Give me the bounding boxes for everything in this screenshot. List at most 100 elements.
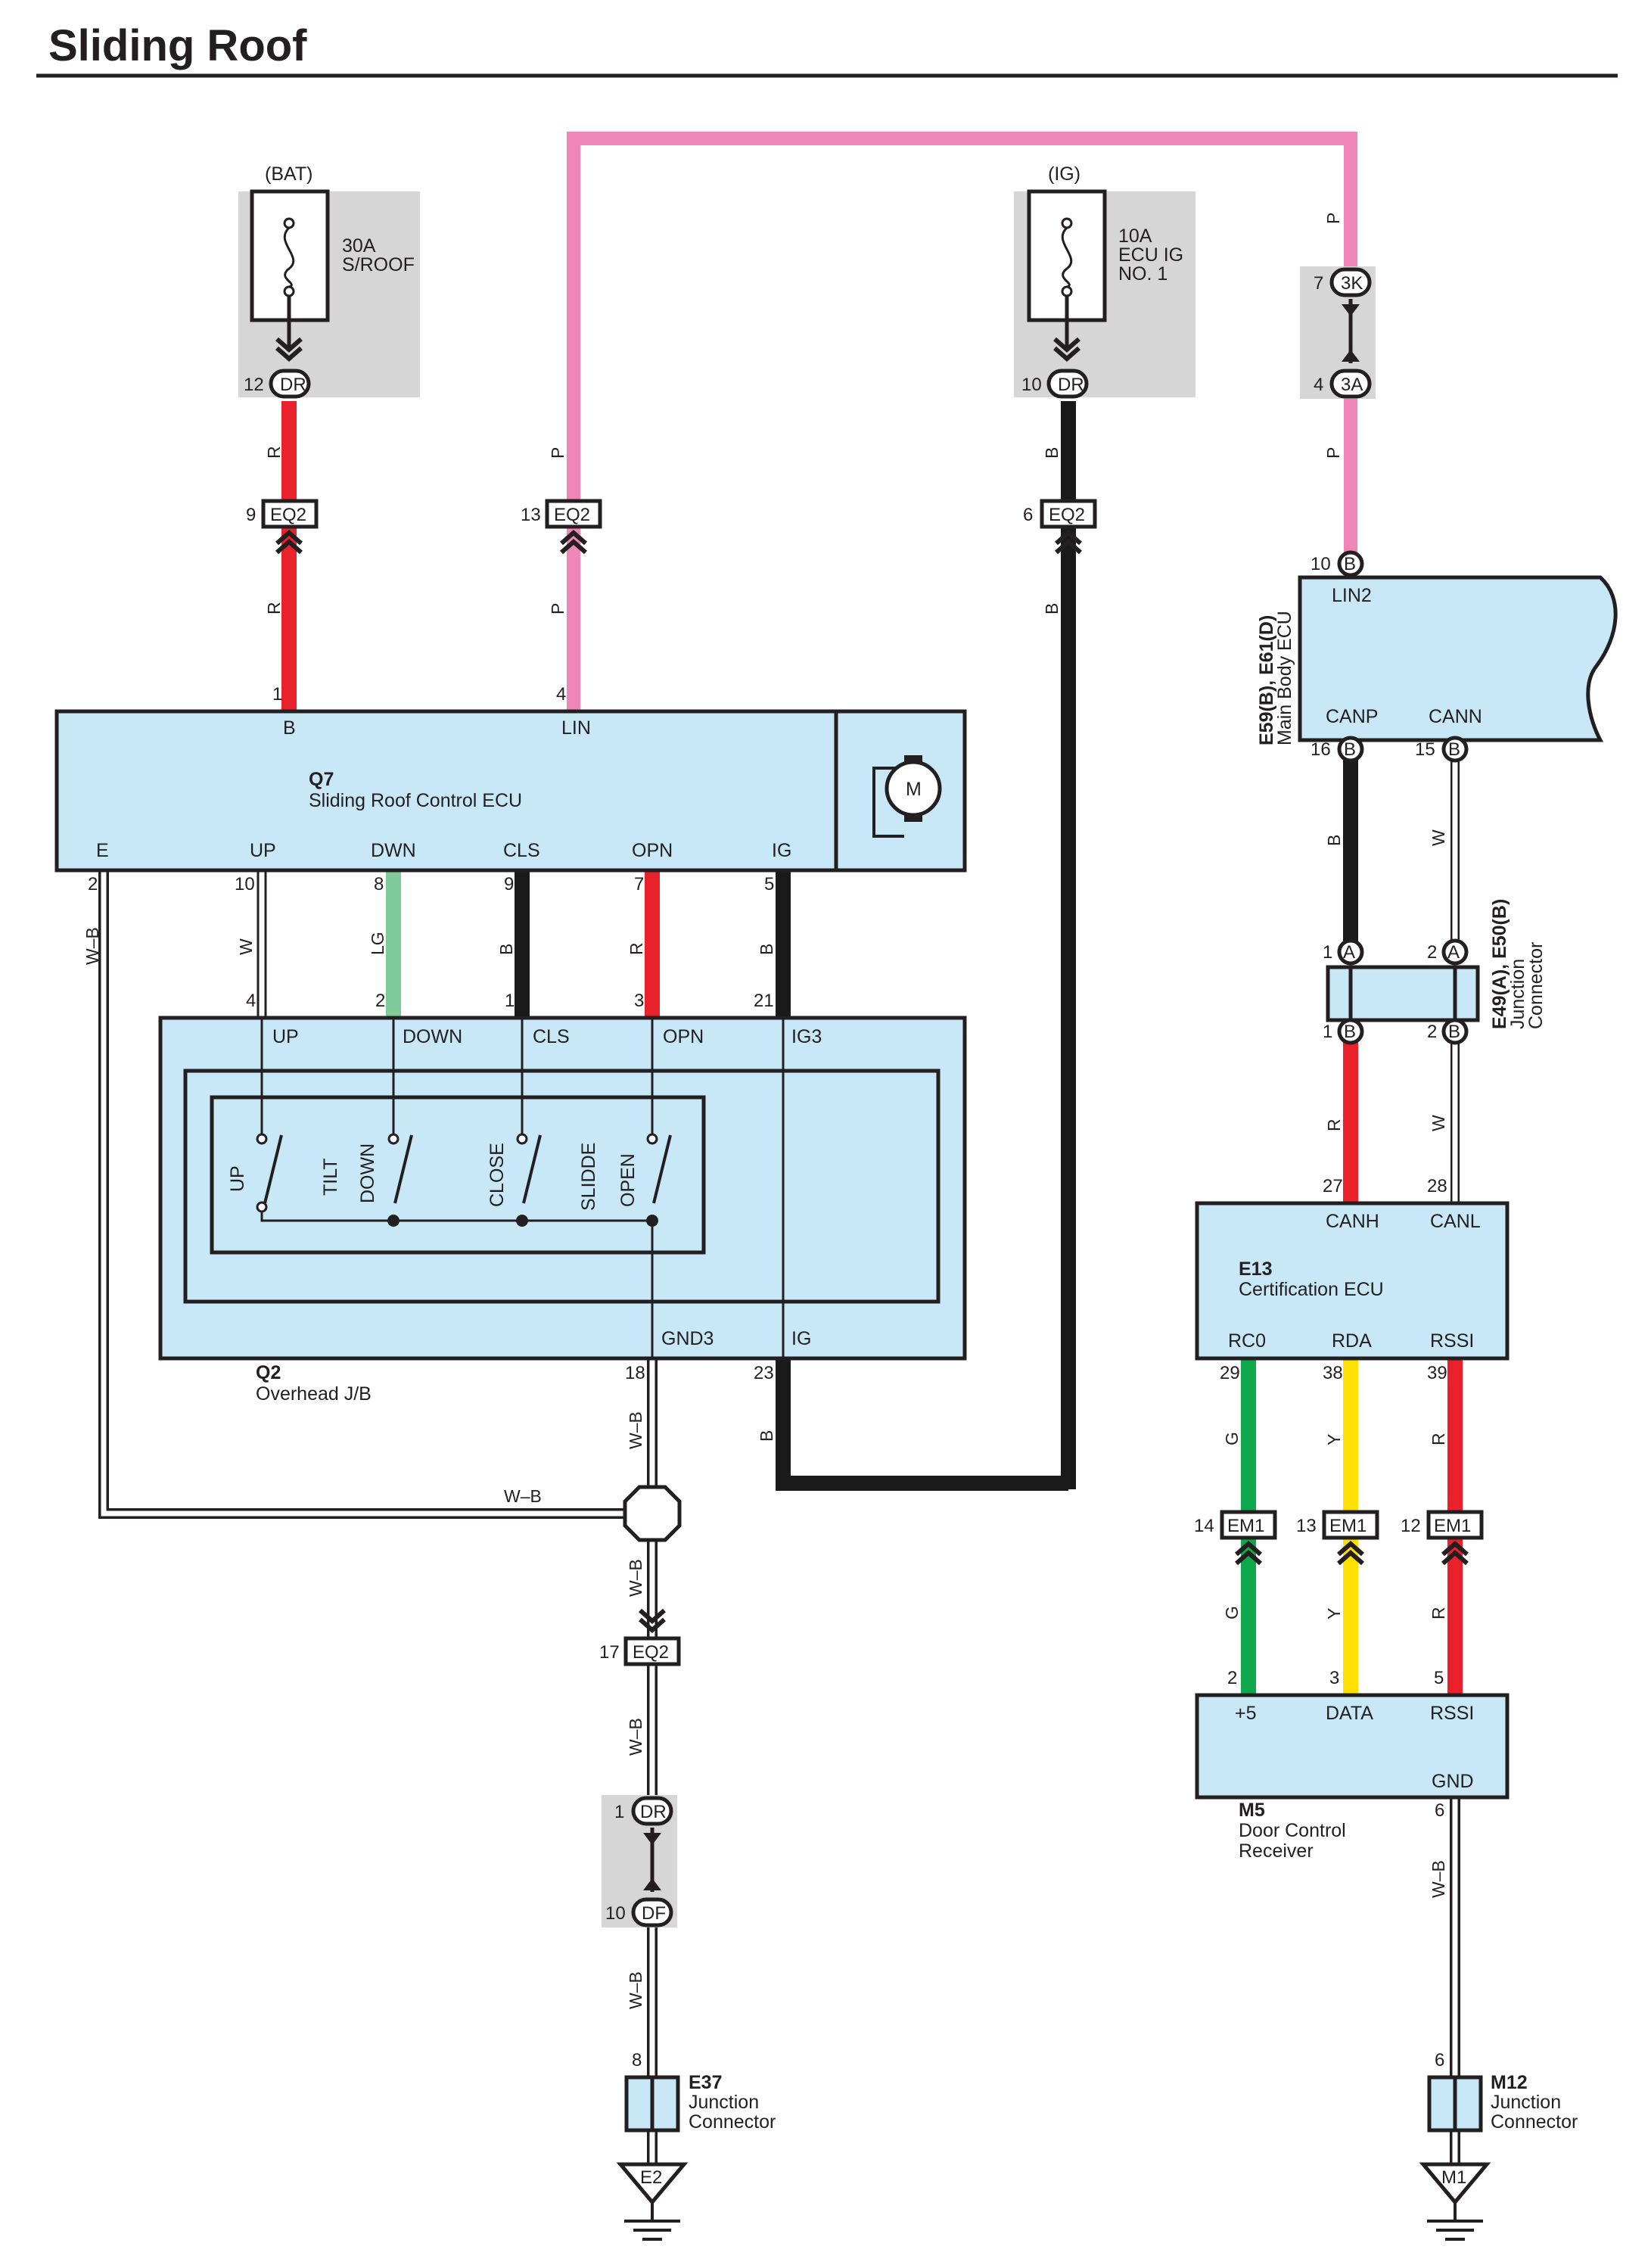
wire-pink-lin — [567, 132, 1357, 711]
ground-e2-icon — [616, 2162, 689, 2205]
junction-e49-box — [1326, 965, 1480, 1022]
connector-eq2-9-box — [261, 499, 319, 529]
connector-eq2-13: EQ2 13 — [521, 499, 602, 552]
connector-eq2-6-box — [1040, 499, 1097, 529]
connector-eq2-9-pin: 9 — [246, 505, 256, 525]
connector-em1-12-box — [1426, 1510, 1484, 1540]
m5-label-5v: +5 — [1235, 1703, 1257, 1724]
connector-eq2-17-pin: 17 — [599, 1642, 620, 1663]
connector-em1-14-conn: EM1 — [1227, 1516, 1264, 1536]
q2-name: Overhead J/B — [256, 1383, 372, 1405]
connector-em1-12-pin: 12 — [1401, 1516, 1421, 1536]
wire-code-wb-df: W–B — [626, 1971, 645, 2009]
e13-label-canh: CANH — [1326, 1211, 1379, 1232]
q2-label-ig3: IG3 — [791, 1026, 822, 1047]
e13-pin-rda: 38 — [1323, 1363, 1343, 1383]
m5-pin-gnd: 6 — [1435, 1800, 1444, 1821]
connector-eq2-13-box — [545, 499, 602, 529]
q2-pin-ig: 23 — [754, 1363, 774, 1383]
junction-e49-conn-2a: A — [1447, 942, 1460, 963]
connector-em1-12-conn: EM1 — [1434, 1516, 1471, 1536]
main-body-ecu-name: Main Body ECU — [1274, 611, 1295, 745]
q2-inner-frame — [183, 1069, 941, 1304]
wire-code-y-rda: Y — [1324, 1434, 1344, 1445]
q7-label-dwn: DWN — [371, 840, 416, 861]
ground-m1-icon — [1419, 2162, 1491, 2205]
junction-e49-conn-1b: B — [1344, 1022, 1356, 1042]
wire-code-p-1: P — [548, 447, 567, 459]
junction-e49-pin-2a: 2 — [1427, 942, 1437, 963]
connector-3a-pin: 4 — [1314, 375, 1323, 395]
junction-e49-conn-1a: A — [1343, 942, 1355, 963]
main-body-ecu-conn-lin2: B — [1344, 554, 1356, 574]
connector-dr-arrow-icon — [643, 1833, 661, 1845]
q2-pin-gnd3: 18 — [625, 1363, 645, 1383]
wire-code-b-cls: B — [496, 944, 516, 955]
q7-label-cls: CLS — [503, 840, 540, 861]
main-body-ecu-pin-canp: 16 — [1311, 739, 1331, 760]
e13-pin-rssi: 39 — [1427, 1363, 1447, 1383]
connector-df-arrow-icon — [643, 1878, 661, 1890]
junction-m12-pin: 6 — [1435, 2050, 1444, 2070]
wire-code-p-2: P — [548, 603, 567, 614]
e13-label-rssi: RSSI — [1430, 1330, 1474, 1352]
fuse-bat-source: (BAT) — [265, 163, 312, 185]
e13-label-rc0: RC0 — [1228, 1330, 1266, 1352]
connector-em1-14-box — [1220, 1510, 1277, 1540]
q2-label-opn: OPN — [663, 1026, 704, 1047]
wire-code-b-ig: B — [757, 944, 776, 955]
junction-e49-pin-2b: 2 — [1427, 1022, 1437, 1042]
junction-e49-conn-2b: B — [1448, 1022, 1460, 1042]
connector-em1-14-pin: 14 — [1194, 1516, 1214, 1536]
q7-name: Sliding Roof Control ECU — [309, 790, 522, 811]
q7-pin-opn: 7 — [634, 874, 644, 894]
q2-label-gnd3: GND3 — [661, 1328, 714, 1349]
connector-df-conn: DF — [642, 1903, 666, 1924]
wire-code-p-3: P — [1323, 213, 1343, 224]
wire-code-wb-eq2: W–B — [626, 1718, 645, 1756]
q7-pin-cls: 9 — [504, 874, 514, 894]
main-body-ecu-terminal-canp — [1337, 736, 1364, 763]
switch-down-blade — [393, 1134, 413, 1204]
e13-pin-canh: 27 — [1323, 1176, 1343, 1196]
wire-code-r-2: R — [264, 602, 284, 614]
fuse-ig: (IG) 10A ECU IG NO. 1 DR 10 — [1014, 163, 1195, 399]
fuse-ig-pin: 10 — [1021, 375, 1042, 395]
q7-pin-up: 10 — [235, 874, 255, 894]
junction-e37-name2: Connector — [689, 2111, 776, 2133]
switch-open-contact-top — [646, 1133, 658, 1145]
switch-common-bus — [260, 1212, 652, 1222]
connector-eq2-9-conn: EQ2 — [270, 505, 306, 525]
main-body-ecu-code: E59(B), E61(D) — [1256, 615, 1277, 745]
main-body-ecu-conn-cann: B — [1448, 739, 1460, 760]
main-body-ecu-label-cann: CANN — [1429, 706, 1482, 727]
wire-code-w-up: W — [236, 938, 256, 955]
switch-up-blade — [263, 1134, 283, 1204]
connector-df-pin: 10 — [605, 1903, 626, 1924]
wire-code-wb-horizontal: W–B — [504, 1486, 542, 1506]
switch-close-contact-top — [516, 1133, 528, 1145]
switch-label-down: DOWN — [357, 1143, 378, 1203]
splice-junction-icon — [623, 1485, 682, 1542]
junction-e49-terminal-2a — [1441, 938, 1469, 966]
q2-pin-opn: 3 — [634, 991, 644, 1011]
fuse-ig-name: ECU IG — [1118, 244, 1183, 266]
e13-certification-ecu: 27 28 CANH CANL E13 Certification ECU RC… — [1195, 1176, 1510, 1383]
main-body-ecu-box — [1298, 575, 1618, 742]
connector-df — [631, 1897, 673, 1927]
wire-code-wb-e: W–B — [82, 927, 102, 965]
q7-label-e: E — [96, 840, 109, 861]
junction-e49-e50: A 1 A 2 B 1 B 2 E49(A), E50(B) Junction … — [1323, 899, 1547, 1045]
fuse-bat-connector — [269, 369, 311, 399]
connector-eq2-17: EQ2 17 — [599, 1610, 681, 1666]
wire-code-r-em1: R — [1429, 1607, 1448, 1619]
switch-label-open: OPEN — [617, 1153, 639, 1207]
q7-label-up: UP — [250, 840, 276, 861]
fuse-ig-conn: DR — [1058, 375, 1084, 395]
junction-e49-name: Junction — [1507, 959, 1528, 1029]
q7-label-b: B — [283, 717, 296, 739]
q7-motor-lead-left — [872, 767, 904, 838]
connector-dr-conn: DR — [640, 1802, 667, 1822]
fuse-bat-pin: 12 — [244, 375, 264, 395]
